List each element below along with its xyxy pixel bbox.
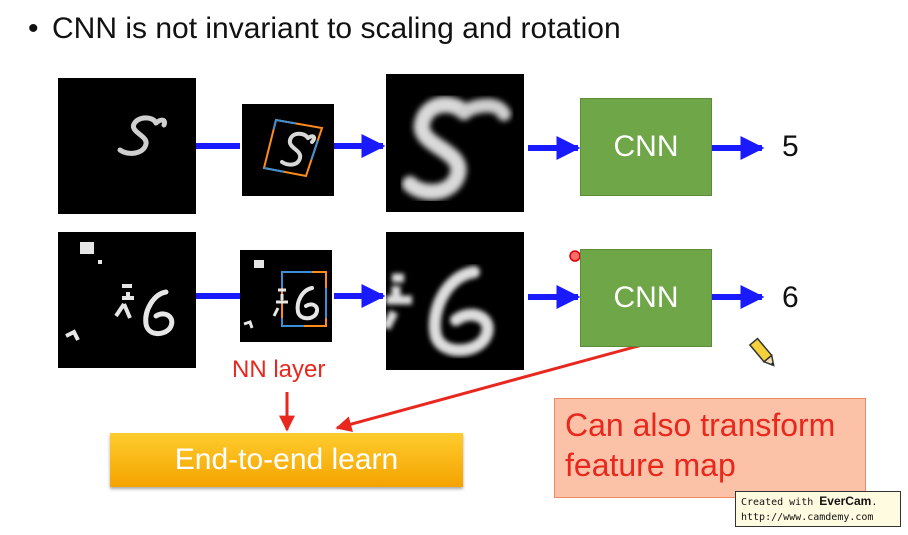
cnn-box-2: CNN (580, 249, 712, 347)
slide-title: • CNN is not invariant to scaling and rot… (28, 12, 621, 46)
nn-layer-label: NN layer (232, 356, 326, 383)
cropped-image-5 (242, 104, 334, 196)
evercam-watermark: Created with EverCam. http://www.camdemy… (735, 491, 901, 527)
end-to-end-box: End-to-end learn (110, 433, 463, 487)
created-with-text: Created with (741, 497, 814, 508)
transform-note-box: Can also transform feature map (554, 398, 866, 498)
end-to-end-label: End-to-end learn (174, 443, 399, 476)
input-image-5 (58, 78, 196, 214)
cnn-box-1: CNN (580, 98, 712, 196)
cnn-label: CNN (613, 281, 679, 314)
note-text: Can also transform feature map (565, 407, 836, 483)
arrow-cnn-to-learn (335, 343, 643, 432)
bullet-icon: • (28, 12, 39, 45)
pencil-icon (748, 337, 775, 367)
title-text: CNN is not invariant to scaling and rota… (52, 12, 621, 45)
output-1: 5 (782, 130, 799, 163)
output-2: 6 (782, 281, 799, 314)
evercam-url: http://www.camdemy.com (741, 512, 874, 523)
cursor-dot (569, 250, 581, 262)
input-image-6 (58, 232, 196, 368)
transformed-image-5 (386, 74, 524, 212)
transformed-image-6 (381, 232, 524, 370)
evercam-brand: EverCam (819, 494, 872, 508)
cnn-label: CNN (613, 130, 679, 163)
cropped-image-6 (240, 250, 332, 342)
